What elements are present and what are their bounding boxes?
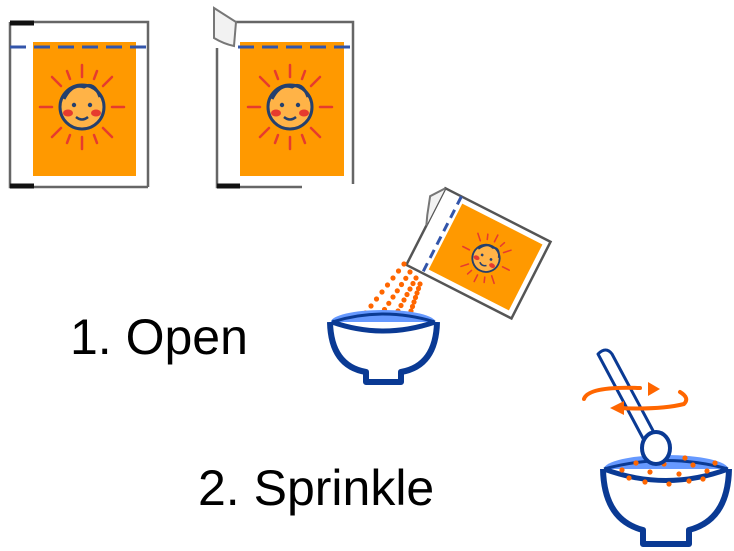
- powder-dot: [399, 282, 404, 287]
- packet-opened-icon: [214, 8, 353, 187]
- bowl-stirring-icon: [603, 455, 729, 544]
- step-label-sprinkle: 2. Sprinkle: [198, 463, 434, 513]
- powder-dot: [413, 295, 418, 300]
- powder-dot: [404, 292, 409, 297]
- powder-dot: [413, 275, 418, 280]
- powder-dot: [401, 261, 406, 266]
- powder-dot: [398, 303, 403, 308]
- powder-dot: [386, 301, 391, 306]
- powder-dot: [385, 282, 390, 287]
- packet-pouring-icon: [397, 184, 550, 319]
- powder-dot: [416, 286, 421, 291]
- powder-dot: [414, 290, 419, 295]
- powder-dot: [410, 304, 415, 309]
- step-label-open: 1. Open: [70, 312, 248, 362]
- packet-closed-icon: [10, 22, 148, 187]
- powder-dot: [417, 281, 422, 286]
- powder-dot: [410, 281, 415, 286]
- powder-dot: [395, 288, 400, 293]
- powder-dot: [390, 275, 395, 280]
- powder-dot: [411, 299, 416, 304]
- powder-dot: [401, 297, 406, 302]
- powder-dot: [407, 269, 412, 274]
- powder-dot: [390, 294, 395, 299]
- powder-dot: [403, 276, 408, 281]
- powder-dot: [374, 296, 379, 301]
- powder-dot: [368, 303, 373, 308]
- powder-dot: [379, 289, 384, 294]
- powder-dot: [396, 268, 401, 273]
- powder-dot: [407, 286, 412, 291]
- bowl-icon: [330, 310, 437, 382]
